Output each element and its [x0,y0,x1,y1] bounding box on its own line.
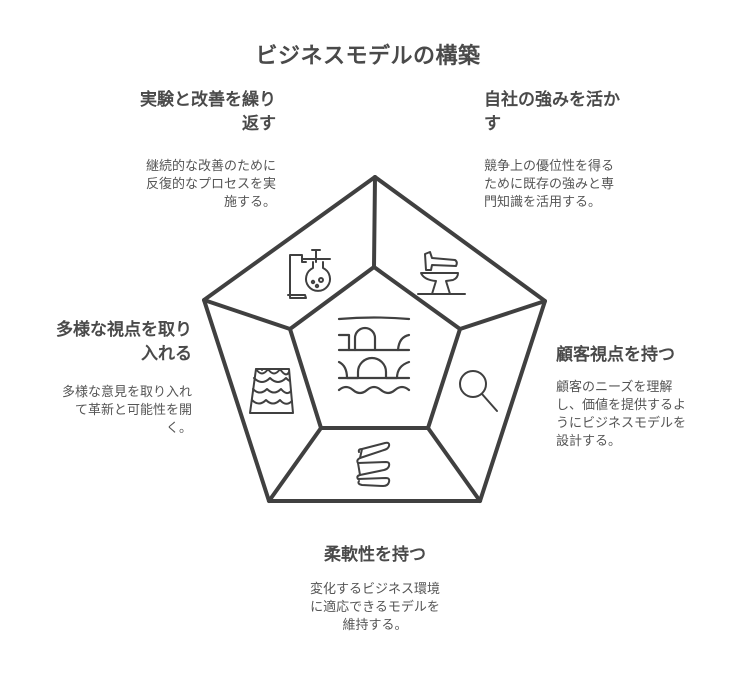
heading-line: 返す [242,114,276,134]
heading-line: 柔軟性を持つ [324,545,426,565]
desc-line: 競争上の優位性を得る [484,159,615,174]
desc-line: し、価値を提供するよ [556,398,687,413]
magnifier-icon [459,370,498,412]
heading-line: 入れる [141,344,192,364]
outer-pentagon [202,175,547,503]
segment-description: 競争上の優位性を得る ために既存の強みと専 門知識を活用する。 [484,158,654,212]
segment-heading: 顧客視点を持つ [556,343,726,367]
heading-line: す [484,114,501,134]
spoke-left [202,298,292,331]
desc-line: 反復的なプロセスを実 [145,177,276,192]
anvil-hammer-icon [417,251,466,295]
flask-icon [287,249,331,299]
desc-line: 顧客のニーズを理解 [556,380,673,395]
desc-line: に適応できるモデルを [310,600,440,615]
desc-line: 設計する。 [556,434,622,449]
heading-line: 多様な視点を取り [56,320,192,340]
fish-scale-icon [249,368,294,414]
heading-line: 実験と改善を繰り [140,90,276,110]
bridge-aqueduct-icon [337,316,411,395]
heading-line: 顧客視点を持つ [556,345,675,365]
segment-heading: 多様な視点を取り 入れる [22,318,192,366]
segment-description: 継続的な改善のために 反復的なプロセスを実 施する。 [96,158,276,212]
spring-icon [356,441,391,487]
desc-line: 門知識を活用する。 [484,195,602,210]
segment-flexible-text: 柔軟性を持つ 変化するビジネス環境 に適応できるモデルを 維持する。 [290,543,460,635]
desc-line: ために既存の強みと専 [484,177,615,192]
segment-strength-text: 自社の強みを活か す 競争上の優位性を得る ために既存の強みと専 門知識を活用す… [484,88,654,212]
diagram-title: ビジネスモデルの構築 [255,44,481,69]
desc-line: て革新と可能性を開 [74,403,192,418]
spoke-right [458,299,547,331]
pentagon-frame [202,175,547,503]
desc-line: 多様な意見を取り入れ [61,385,192,400]
segment-description: 顧客のニーズを理解 し、価値を提供するよ うにビジネスモデルを 設計する。 [556,379,726,451]
spoke-bottom-left [267,426,323,503]
segment-description: 多様な意見を取り入れ て革新と可能性を開 く。 [22,384,192,438]
segment-heading: 自社の強みを活か す [484,88,654,136]
segment-description: 変化するビジネス環境 に適応できるモデルを 維持する。 [290,581,460,635]
desc-line: く。 [165,421,192,436]
segment-heading: 実験と改善を繰り 返す [96,88,276,136]
segment-heading: 柔軟性を持つ [290,543,460,567]
spoke-bottom-right [426,426,482,503]
segment-diversity-text: 多様な視点を取り 入れる 多様な意見を取り入れ て革新と可能性を開 く。 [22,318,192,438]
heading-line: 自社の強みを活か [484,90,620,110]
segment-customer-text: 顧客視点を持つ 顧客のニーズを理解 し、価値を提供するよ うにビジネスモデルを … [556,343,726,451]
desc-line: 施する。 [223,195,276,210]
desc-line: 継続的な改善のために [145,159,276,174]
spoke-top [372,175,377,269]
desc-line: 維持する。 [342,618,408,633]
desc-line: 変化するビジネス環境 [309,582,440,597]
segment-experiment-text: 実験と改善を繰り 返す 継続的な改善のために 反復的なプロセスを実 施する。 [96,88,276,212]
inner-pentagon [288,265,462,430]
desc-line: うにビジネスモデルを [556,416,687,431]
